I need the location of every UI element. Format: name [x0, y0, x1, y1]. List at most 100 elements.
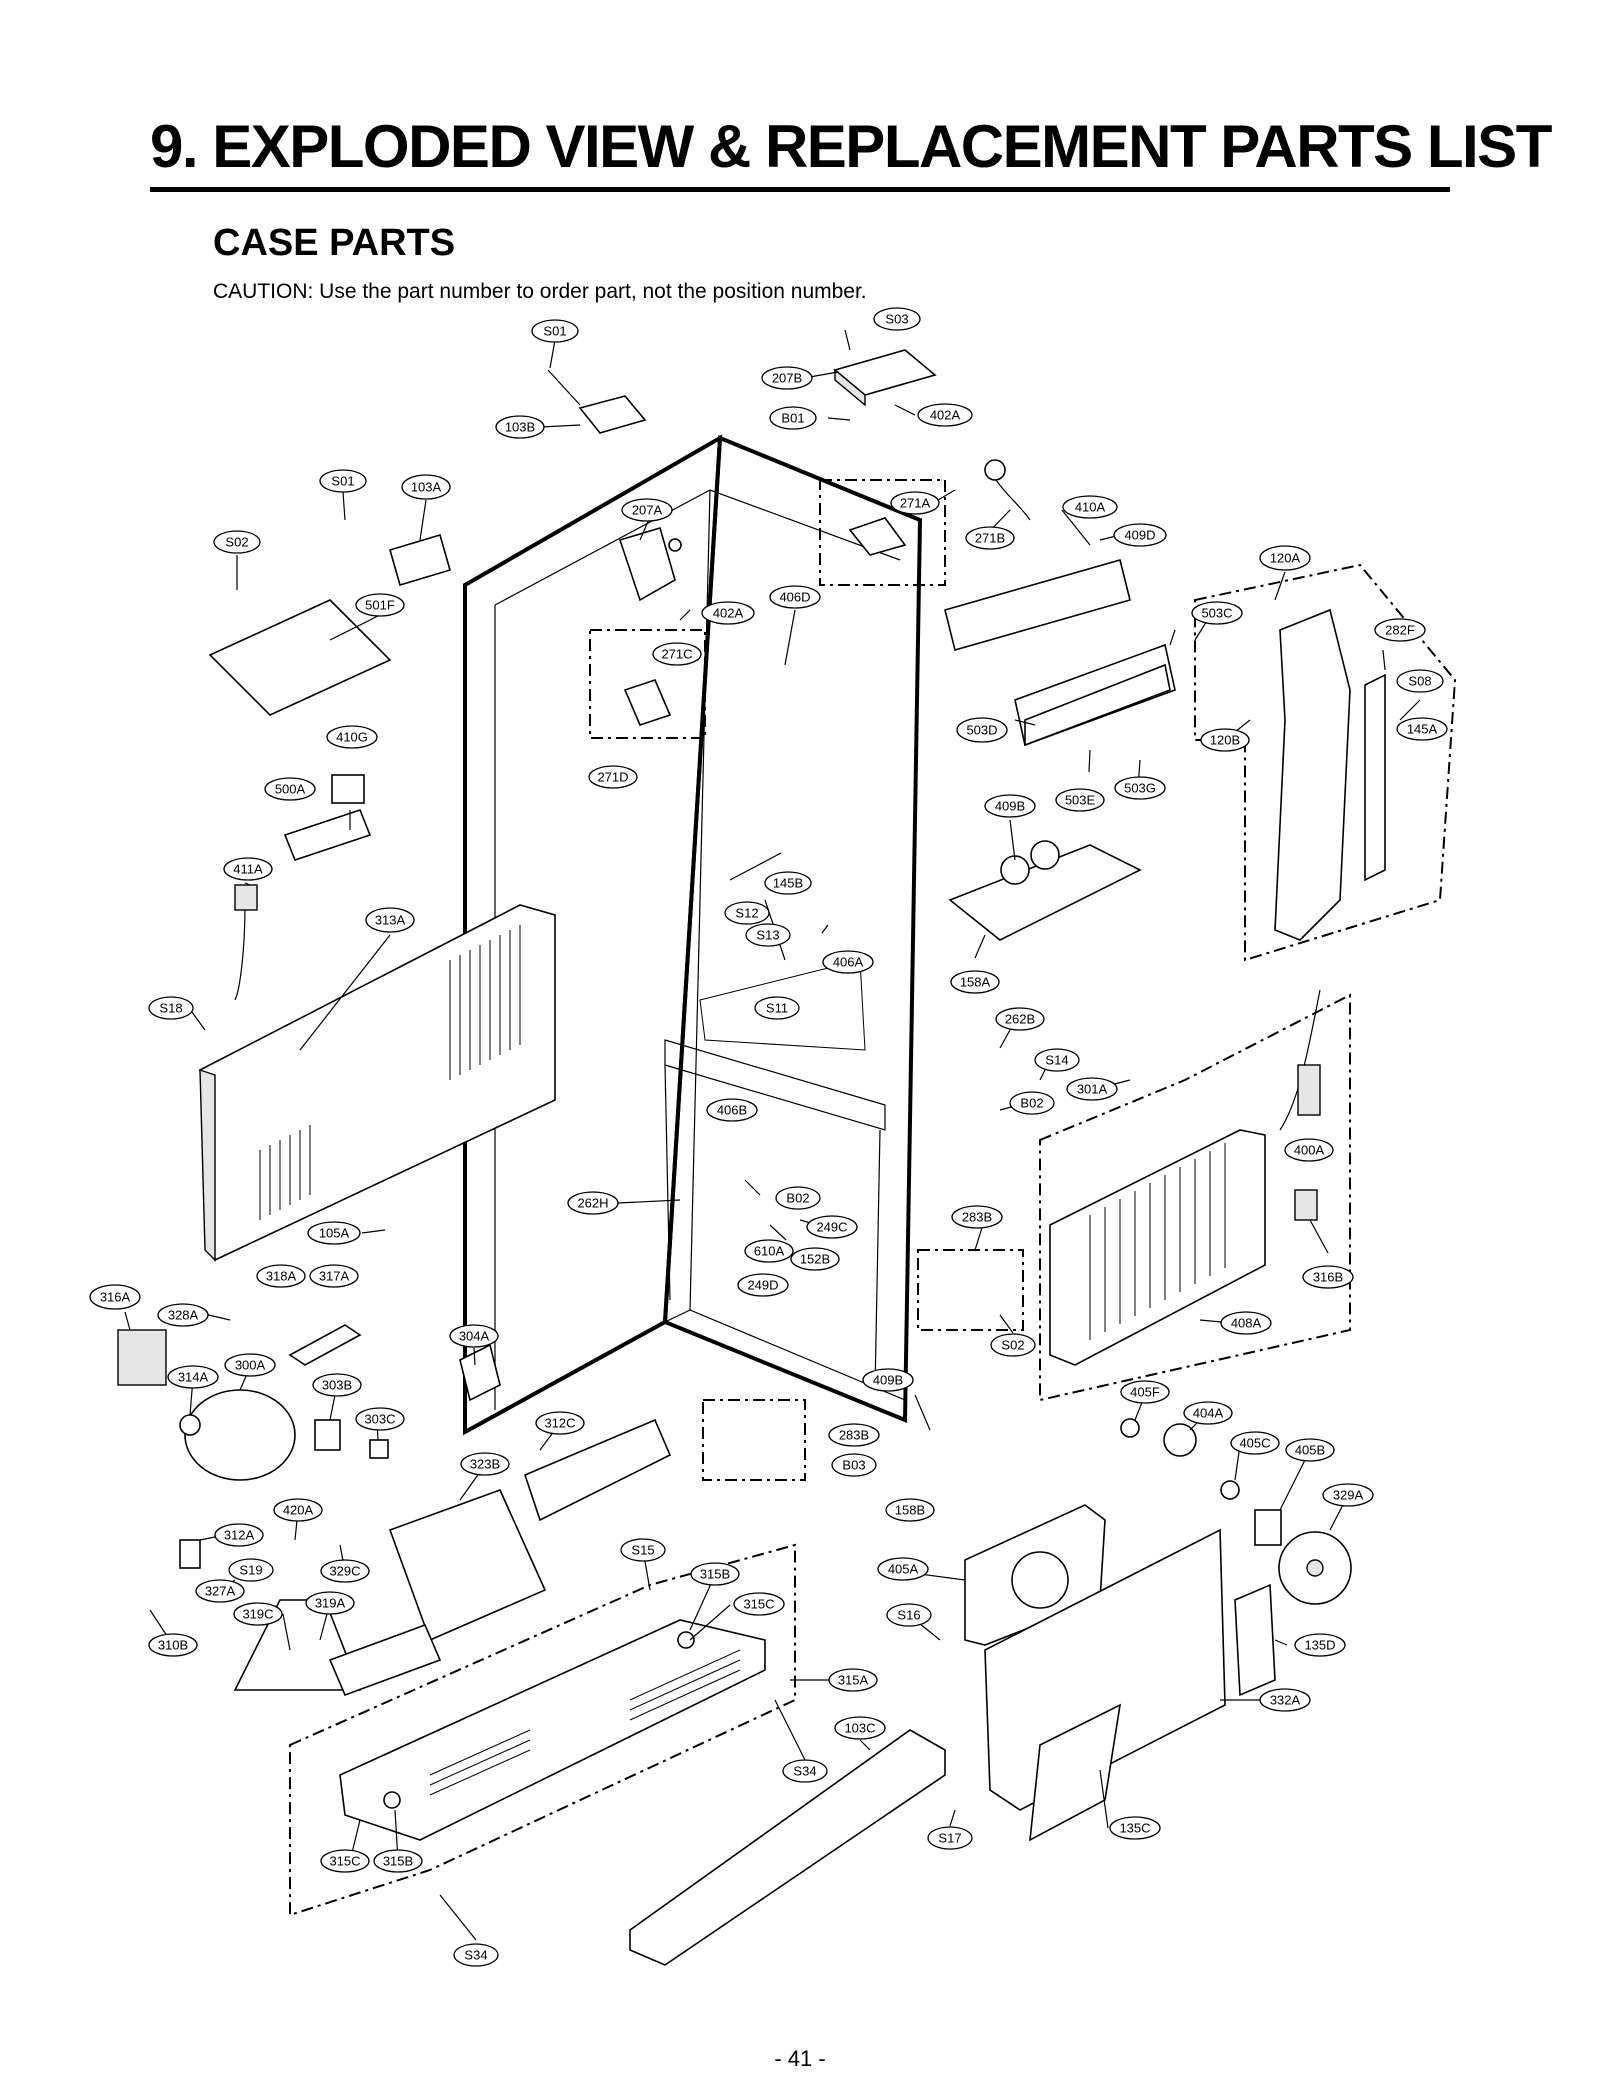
callout-313A: 313A [365, 907, 415, 933]
svg-text:411A: 411A [233, 862, 263, 877]
svg-text:503E: 503E [1065, 793, 1096, 808]
callout-410A: 410A [1062, 495, 1118, 519]
callout-315A: 315A [828, 1668, 878, 1692]
svg-text:S02: S02 [225, 535, 248, 550]
callout-304A: 304A [449, 1324, 499, 1348]
svg-text:315C: 315C [329, 1854, 360, 1869]
fan-assembly [964, 1418, 1352, 1842]
svg-text:S16: S16 [897, 1608, 920, 1623]
freezer-duct-parts [944, 559, 1457, 962]
callout-262B: 262B [995, 1007, 1045, 1031]
callout-409B-bottom: 409B [862, 1368, 914, 1392]
callout-S34-right: S34 [782, 1759, 828, 1783]
callout-271B: 271B [965, 526, 1015, 550]
callout-S34-bottom: S34 [453, 1943, 499, 1967]
callout-503C: 503C [1191, 601, 1243, 625]
callout-271A: 271A [890, 491, 940, 515]
svg-text:207B: 207B [772, 371, 802, 386]
callout-262H: 262H [567, 1191, 619, 1215]
callout-500A: 500A [264, 777, 316, 801]
callout-316A: 316A [89, 1284, 141, 1310]
svg-text:S17: S17 [938, 1831, 961, 1846]
callout-315B-top: 315B [690, 1562, 740, 1586]
svg-text:158B: 158B [895, 1503, 925, 1518]
callout-303C: 303C [355, 1407, 405, 1431]
svg-text:304A: 304A [459, 1329, 490, 1344]
bottom-grille [629, 1729, 946, 1966]
svg-text:B02: B02 [1020, 1096, 1043, 1111]
top-bracket-parts [578, 349, 1031, 726]
svg-text:409B: 409B [995, 799, 1025, 814]
callout-B03: B03 [831, 1453, 877, 1477]
callout-103C: 103C [834, 1716, 886, 1740]
callout-406A: 406A [822, 950, 874, 974]
svg-text:S03: S03 [885, 312, 908, 327]
leveler-box-left [702, 1399, 806, 1481]
svg-text:S15: S15 [631, 1543, 654, 1558]
svg-text:105A: 105A [319, 1226, 350, 1241]
svg-text:S01: S01 [543, 324, 566, 339]
svg-text:158A: 158A [960, 975, 991, 990]
svg-text:310B: 310B [158, 1638, 188, 1653]
callout-249D: 249D [737, 1273, 789, 1297]
callout-158A: 158A [950, 970, 1000, 994]
callout-103B: 103B [495, 415, 545, 439]
svg-text:312C: 312C [544, 1416, 575, 1431]
svg-text:329A: 329A [1333, 1488, 1364, 1503]
callout-S02-bottom: S02 [990, 1333, 1036, 1357]
svg-text:S01: S01 [331, 474, 354, 489]
svg-text:404A: 404A [1193, 1406, 1224, 1421]
svg-text:B03: B03 [842, 1458, 865, 1473]
callout-S11: S11 [754, 996, 800, 1020]
svg-text:402A: 402A [930, 408, 961, 423]
svg-text:405A: 405A [888, 1562, 919, 1577]
svg-text:503D: 503D [966, 723, 997, 738]
callout-405A: 405A [877, 1557, 929, 1581]
callout-329A: 329A [1322, 1483, 1374, 1507]
svg-text:500A: 500A [275, 782, 306, 797]
callout-317A: 317A [309, 1264, 359, 1288]
callout-145A: 145A [1396, 717, 1448, 741]
svg-text:313A: 313A [375, 913, 406, 928]
svg-text:405F: 405F [1130, 1385, 1160, 1400]
svg-text:406B: 406B [717, 1103, 747, 1118]
callout-406D: 406D [769, 585, 821, 609]
svg-text:410A: 410A [1075, 500, 1106, 515]
svg-text:303B: 303B [322, 1378, 352, 1393]
svg-text:319A: 319A [315, 1596, 346, 1611]
callout-S12: S12 [724, 901, 770, 925]
svg-text:323B: 323B [470, 1457, 500, 1472]
callout-135C: 135C [1109, 1816, 1161, 1840]
callout-315C-bottom: 315C [320, 1849, 370, 1873]
svg-text:303C: 303C [364, 1412, 395, 1427]
svg-text:283B: 283B [962, 1210, 992, 1225]
svg-text:120A: 120A [1270, 551, 1301, 566]
callout-312C: 312C [535, 1411, 585, 1435]
svg-text:262H: 262H [577, 1196, 608, 1211]
callout-310B: 310B [148, 1633, 198, 1657]
svg-text:B02: B02 [786, 1191, 809, 1206]
callout-402A-top: 402A [917, 403, 973, 427]
callout-283B-top: 283B [951, 1205, 1003, 1229]
evaporator [1039, 989, 1351, 1402]
callout-S03: S03 [873, 307, 921, 331]
cabinet [463, 434, 923, 1436]
svg-text:312A: 312A [224, 1528, 255, 1543]
callout-120B: 120B [1200, 728, 1250, 752]
svg-text:328A: 328A [168, 1308, 199, 1323]
callout-315C-top: 315C [733, 1592, 785, 1616]
callout-S18: S18 [148, 996, 194, 1020]
svg-text:249D: 249D [747, 1278, 778, 1293]
callout-402A-mid: 402A [701, 601, 755, 625]
svg-text:135C: 135C [1119, 1821, 1150, 1836]
callout-316B: 316B [1302, 1265, 1354, 1289]
svg-text:327A: 327A [205, 1584, 236, 1599]
hinge-box-mid [589, 629, 706, 739]
callout-105A: 105A [307, 1221, 361, 1245]
callout-S01-left: S01 [319, 469, 367, 493]
svg-text:S08: S08 [1408, 674, 1431, 689]
callout-S15: S15 [620, 1538, 666, 1562]
svg-text:315B: 315B [700, 1567, 730, 1582]
svg-text:262B: 262B [1005, 1012, 1035, 1027]
